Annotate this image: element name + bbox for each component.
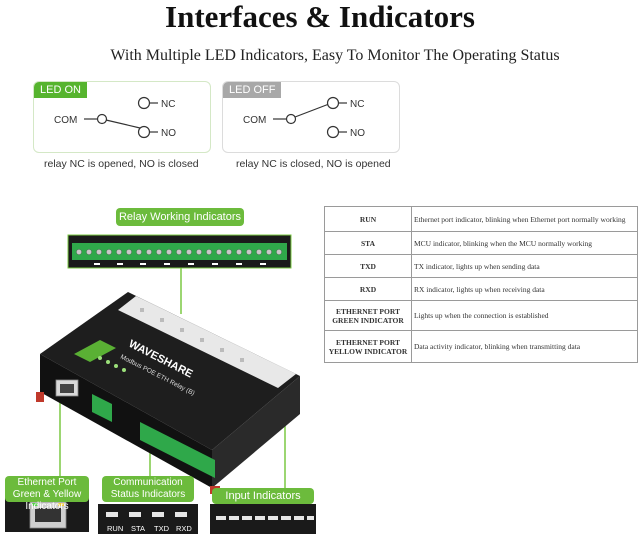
led-on-caption: relay NC is opened, NO is closed (44, 158, 199, 170)
device-illustration: WAVESHARE Modbus POE ETH Relay (B) RUN S… (0, 196, 320, 538)
indicator-desc: TX indicator, lights up when sending dat… (411, 254, 638, 278)
relay-module-image: WAVESHARE Modbus POE ETH Relay (B) RUN S… (5, 234, 316, 534)
led-off-com: COM (243, 115, 266, 126)
status-led-txd: TXD (154, 524, 170, 533)
led-on-tag: LED ON (34, 82, 87, 98)
ethernet-indicator-label: Ethernet Port Green & Yellow Indicators (5, 476, 89, 512)
indicator-name: STA (324, 231, 412, 255)
input-indicators-label: Input Indicators (212, 488, 314, 504)
status-led-sta: STA (131, 524, 145, 533)
table-row: TXD TX indicator, lights up when sending… (324, 254, 638, 278)
relay-on-diagram: COM NC NO (54, 96, 176, 139)
indicator-name: ETHERNET PORT YELLOW INDICATOR (324, 330, 412, 363)
led-off-panel: LED OFF COM NC NO (222, 81, 400, 153)
indicator-desc: RX indicator, lights up when receiving d… (411, 277, 638, 301)
status-led-run: RUN (107, 524, 123, 533)
table-row: STA MCU indicator, blinking when the MCU… (324, 231, 638, 255)
indicator-desc: Ethernet port indicator, blinking when E… (411, 206, 638, 232)
indicator-name: ETHERNET PORT GREEN INDICATOR (324, 300, 412, 331)
page-subtitle: With Multiple LED Indicators, Easy To Mo… (110, 47, 560, 64)
page-title: Interfaces & Indicators (165, 0, 475, 34)
comm-status-label: Communication Status Indicators (102, 476, 194, 502)
table-row: RUN Ethernet port indicator, blinking wh… (324, 206, 638, 232)
led-off-tag: LED OFF (223, 82, 282, 98)
table-row: ETHERNET PORT YELLOW INDICATOR Data acti… (324, 330, 638, 363)
led-on-com: COM (54, 115, 77, 126)
indicator-desc: Lights up when the connection is establi… (411, 300, 638, 331)
led-off-caption: relay NC is closed, NO is opened (236, 158, 391, 170)
indicator-table: RUN Ethernet port indicator, blinking wh… (324, 206, 638, 363)
indicator-name: TXD (324, 254, 412, 278)
indicator-name: RXD (324, 277, 412, 301)
table-row: RXD RX indicator, lights up when receivi… (324, 277, 638, 301)
relay-off-diagram: COM NC NO (243, 96, 365, 139)
indicator-name: RUN (324, 206, 412, 232)
status-led-rxd: RXD (176, 524, 192, 533)
relay-working-label: Relay Working Indicators (116, 208, 244, 226)
led-on-panel: LED ON COM NC NO (33, 81, 211, 153)
indicator-desc: MCU indicator, blinking when the MCU nor… (411, 231, 638, 255)
led-on-nc: NC (161, 99, 175, 110)
table-row: ETHERNET PORT GREEN INDICATOR Lights up … (324, 300, 638, 331)
led-off-no: NO (350, 128, 365, 139)
led-on-no: NO (161, 128, 176, 139)
indicator-desc: Data activity indicator, blinking when t… (411, 330, 638, 363)
led-off-nc: NC (350, 99, 364, 110)
